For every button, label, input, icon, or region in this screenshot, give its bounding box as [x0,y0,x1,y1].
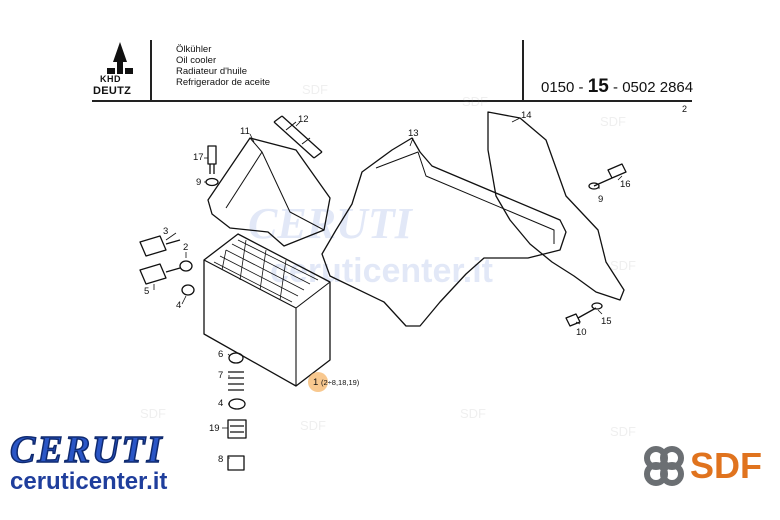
part-number-group: 15 [587,76,609,97]
callout-1-sub: (2÷8,18,19) [321,378,360,387]
title-spanish: Refrigerador de aceite [176,77,270,88]
callout-labels: 1 (2÷8,18,19) 2 3 4 5 6 7 4 19 8 9 17 11… [144,110,631,465]
callout-14: 14 [521,110,532,121]
part-12-tube [273,115,323,159]
callout-4b: 4 [218,398,223,409]
watermark-sdf-2: SDF [462,94,488,109]
part-8-cap [227,455,245,471]
callout-1-highlight [308,372,328,392]
part-13-bracket [321,137,567,327]
callout-10: 10 [576,327,587,338]
callout-13: 13 [408,128,419,139]
watermark-sdf-3: SDF [600,114,626,129]
watermark-sdf-7: SDF [610,424,636,439]
callout-9b: 9 [598,194,603,205]
part-2-oring [179,260,193,272]
callout-15: 15 [601,316,612,327]
callout-8: 8 [218,454,223,465]
part-4-oring-a [181,284,195,296]
part-9-washer-b [588,182,600,190]
header-bottom-rule [92,100,692,102]
callout-1: 1 [313,377,318,388]
callout-7: 7 [218,370,223,381]
header-divider-right [522,40,524,100]
sdf-logo: SDF [690,445,762,486]
callout-19: 19 [209,423,220,434]
part-5-fitting [139,263,181,285]
callout-9a: 9 [196,177,201,188]
part-3-fitting [139,235,181,257]
watermark-layer: CERUTI ceruticenter.it SDF SDF SDF SDF S… [140,82,636,439]
watermark-sdf-6: SDF [460,406,486,421]
watermark-sdf-4: SDF [140,406,166,421]
part-16-bolt [593,163,627,187]
callout-4a: 4 [176,300,181,311]
part-17-bolt [207,145,217,174]
leader-lines [153,117,623,459]
logo-brand-top: KHD [100,74,121,84]
part-number-suffix: - 0502 2864 [613,79,694,96]
title-english: Oil cooler [176,55,217,66]
ceruti-url[interactable]: ceruticenter.it [10,468,168,495]
part-11-cover-hood [207,137,331,247]
part-10-bolt [565,307,597,327]
part-14-mounting-plate [487,111,625,301]
callout-16: 16 [620,179,631,190]
callout-2: 2 [183,242,188,253]
part-6-ring [228,352,244,364]
logo-brand-bottom: DEUTZ [93,85,132,97]
ceruti-logo: CERUTI [9,428,164,472]
watermark-sdf-1: SDF [302,82,328,97]
part-19-plug [227,419,247,439]
part-title-block: Ölkühler Oil cooler Radiateur d'huile Re… [176,44,270,88]
part-15-washer [591,302,603,310]
part-7-spring [228,371,244,391]
callout-11: 11 [240,126,250,137]
sdf-knot-icon [644,446,684,486]
callout-6: 6 [218,349,223,360]
cooler-fins [213,239,319,303]
khd-deutz-logo-icon [107,42,133,74]
callout-3: 3 [163,226,168,237]
callout-17: 17 [193,152,204,163]
sheet-number: 2 [682,104,688,114]
header-divider-left [150,40,152,100]
callout-5: 5 [144,286,149,297]
title-german: Ölkühler [176,44,212,55]
part-9-washer-a [205,177,219,187]
watermark-url: ceruticenter.it [270,252,493,290]
part-number: 0150 - 15 - 0502 2864 [541,76,693,98]
watermark-ceruti: CERUTI [248,199,414,248]
part-1-oil-cooler [203,233,331,387]
part-4-oring-b [228,398,246,410]
watermark-sdf-8: SDF [610,258,636,273]
title-french: Radiateur d'huile [176,66,247,77]
part-number-prefix: 0150 - [541,79,584,96]
watermark-sdf-5: SDF [300,418,326,433]
callout-12: 12 [298,114,309,125]
